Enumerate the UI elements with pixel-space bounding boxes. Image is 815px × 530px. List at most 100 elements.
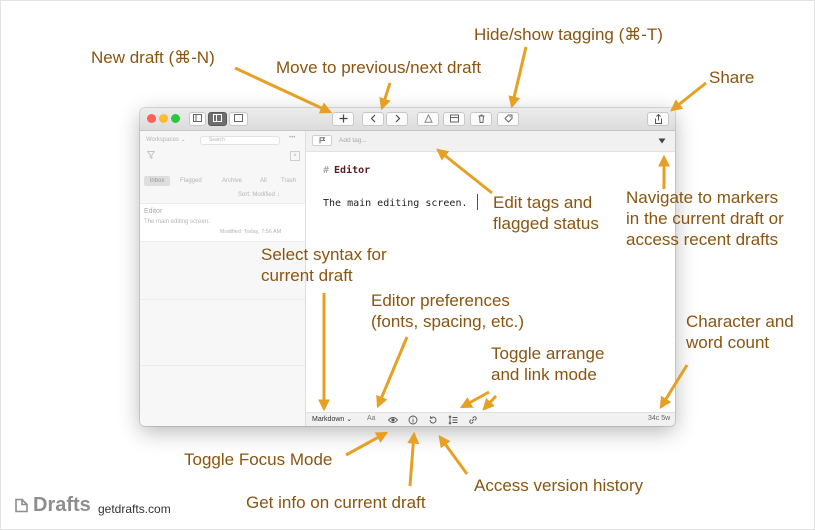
callout-editor-prefs: Editor preferences (fonts, spacing, etc.… — [371, 290, 524, 332]
sidebar-divider — [140, 365, 305, 366]
new-draft-button[interactable] — [332, 112, 354, 126]
sidebar-layout-icon — [193, 114, 202, 122]
previous-draft-button[interactable] — [362, 112, 384, 126]
zoom-window-button[interactable] — [171, 114, 180, 123]
arrow-edit-tags — [436, 148, 493, 195]
flag-toggle-button[interactable] — [312, 135, 332, 146]
callout-line: current draft — [261, 266, 353, 285]
arrow-link — [482, 394, 498, 411]
callout-share: Share — [709, 68, 755, 87]
callout-select-syntax: Select syntax for current draft — [261, 244, 387, 286]
tab-archive[interactable]: Archive — [222, 178, 243, 184]
more-icon[interactable]: ••• — [289, 135, 296, 141]
close-window-button[interactable] — [147, 114, 156, 123]
callout-line: flagged status — [493, 214, 599, 233]
filter-icon[interactable] — [147, 151, 155, 159]
callout-line: and link mode — [491, 365, 597, 384]
trash-button[interactable] — [470, 112, 492, 126]
arrow-char-count — [659, 364, 689, 410]
clear-filter-icon[interactable]: × — [290, 151, 300, 161]
next-draft-button[interactable] — [386, 112, 408, 126]
callout-line: in the current draft or — [626, 209, 784, 228]
tag-bar: Add tag... — [306, 131, 675, 152]
arrange-mode-icon[interactable] — [448, 415, 458, 425]
split-layout-icon — [213, 114, 222, 122]
workspaces-selector[interactable]: Workspaces ⌄ — [146, 137, 186, 143]
share-button[interactable] — [647, 112, 669, 126]
callout-version-history: Access version history — [474, 476, 644, 495]
arrow-prev-next — [379, 82, 392, 111]
draft-list-item[interactable]: Editor The main editing screen. Modified… — [140, 203, 305, 242]
archive-icon — [449, 114, 459, 123]
flag-icon — [319, 137, 325, 144]
actions-icon — [423, 114, 433, 123]
callout-line: access recent drafts — [626, 230, 779, 249]
callout-line: Editor preferences — [371, 291, 510, 310]
layout-editor-only-button[interactable] — [229, 112, 248, 126]
arrow-arrange — [459, 390, 490, 409]
draft-item-preview: The main editing screen. — [144, 219, 210, 225]
callout-line: Toggle arrange — [491, 344, 605, 363]
archive-button[interactable] — [443, 112, 465, 126]
callout-arrange-link: Toggle arrange and link mode — [491, 343, 604, 385]
eye-icon[interactable] — [388, 415, 398, 425]
arrow-editor-prefs — [376, 336, 409, 409]
arrow-focus-mode — [345, 431, 389, 457]
callout-line: Select syntax for — [261, 245, 387, 264]
heading-text: Editor — [334, 165, 371, 176]
callout-focus-mode: Toggle Focus Mode — [184, 450, 333, 469]
editor-preferences-button[interactable]: Aa — [367, 415, 376, 422]
link-mode-icon[interactable] — [468, 415, 478, 425]
plus-icon — [339, 114, 347, 123]
arrow-new-draft — [234, 66, 333, 114]
character-word-count[interactable]: 34c 5w — [648, 415, 671, 422]
callout-hide-tagging: Hide/show tagging (⌘-T) — [474, 25, 663, 44]
footer-brand: Drafts — [33, 494, 91, 516]
callout-new-draft: New draft (⌘-N) — [91, 48, 215, 67]
caret-down-icon[interactable] — [658, 138, 666, 144]
sidebar-search-input[interactable]: Search — [200, 136, 280, 145]
tag-icon — [503, 114, 512, 123]
editor-heading-line[interactable]: #Editor — [323, 165, 370, 176]
arrow-hide-tagging — [508, 46, 528, 109]
tab-trash[interactable]: Trash — [281, 178, 297, 184]
callout-line: word count — [686, 333, 770, 352]
drafts-sidebar: Workspaces ⌄ Search ••• × Inbox Flagged … — [140, 131, 306, 426]
tab-all[interactable]: All — [260, 178, 267, 184]
callout-line: Navigate to markers — [626, 188, 779, 207]
tab-flagged[interactable]: Flagged — [180, 178, 202, 184]
toggle-tagging-button[interactable] — [497, 112, 519, 126]
arrow-get-info — [407, 431, 420, 487]
share-icon — [654, 114, 662, 124]
info-icon[interactable] — [408, 415, 418, 425]
callout-navigate-markers: Navigate to markers in the current draft… — [626, 187, 784, 250]
drafts-window: Workspaces ⌄ Search ••• × Inbox Flagged … — [140, 108, 675, 426]
layout-sidebar-button[interactable] — [189, 112, 206, 126]
callout-prev-next: Move to previous/next draft — [276, 58, 482, 77]
actions-button[interactable] — [417, 112, 439, 126]
syntax-selector[interactable]: Markdown ⌄ — [312, 416, 353, 423]
draft-item-title: Editor — [144, 208, 163, 215]
callout-line: (fonts, spacing, etc.) — [371, 312, 525, 331]
text-cursor — [477, 194, 478, 210]
layout-split-button[interactable] — [208, 112, 227, 126]
version-history-icon[interactable] — [428, 415, 438, 425]
callout-line: Character and — [686, 312, 794, 331]
editor-layout-icon — [234, 114, 243, 122]
titlebar — [140, 108, 675, 131]
search-placeholder: Search — [209, 137, 225, 143]
arrow-version-history — [438, 435, 469, 475]
callout-edit-tags: Edit tags and flagged status — [493, 192, 599, 234]
editor-bottom-bar: Markdown ⌄ Aa 34c 5w — [306, 412, 675, 426]
add-tag-input[interactable]: Add tag... — [339, 137, 367, 144]
trash-icon — [478, 114, 484, 123]
callout-line: Edit tags and — [493, 193, 593, 212]
draft-item-modified: Modified: Today, 7:56 AM — [220, 229, 282, 235]
footer-site[interactable]: getdrafts.com — [98, 502, 171, 516]
sort-selector[interactable]: Sort: Modified ↓ — [238, 192, 280, 198]
editor-body-text[interactable]: The main editing screen. — [323, 198, 468, 209]
minimize-window-button[interactable] — [159, 114, 168, 123]
callout-char-word: Character and word count — [686, 311, 794, 353]
tab-inbox[interactable]: Inbox — [144, 176, 170, 186]
